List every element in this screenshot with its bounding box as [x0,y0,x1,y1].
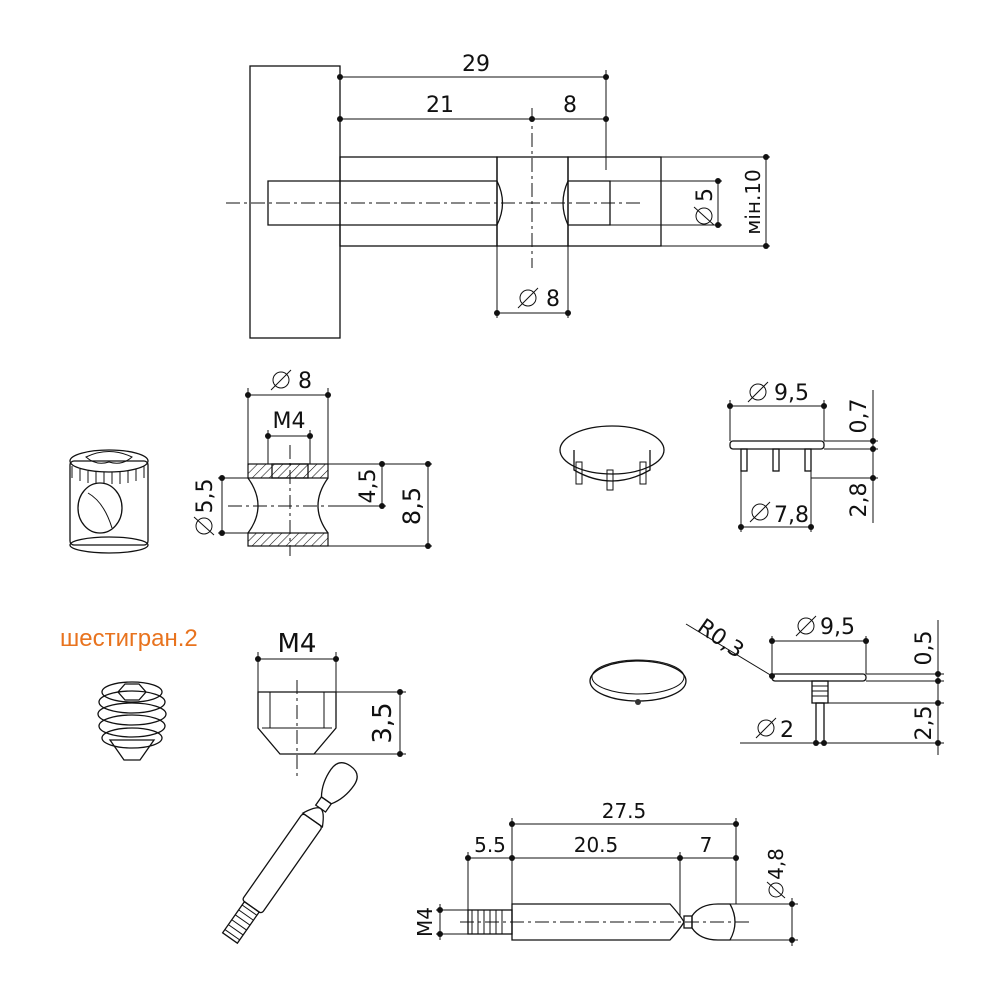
panel-section-drawing: 29 21 8 5 мін.10 8 [226,52,770,339]
hex-socket-label: шестигран.2 [60,625,198,652]
dim-leg-diameter: 7,8 [749,501,809,528]
dim-shank-length: 20.5 [574,833,619,857]
flat-cap-drawing: R0,3 9,5 2 0,5 2,5 [589,614,944,755]
bolt-illustration [221,762,358,945]
svg-text:9,5: 9,5 [820,615,855,640]
flat-cap-illustration [589,659,687,705]
svg-text:8: 8 [546,287,560,312]
dim-pin-height: 2,5 [912,706,937,741]
cam-nut-drawing: 8 M4 5,5 4,5 8,5 [69,369,432,556]
dim-hole-diameter: 5 [693,188,718,226]
svg-text:4,8: 4,8 [764,848,788,880]
dowel-channel-right [562,180,611,226]
svg-text:8: 8 [298,369,312,394]
dim-flat-cap-diameter: 9,5 [795,615,855,640]
dim-bore-diameter: 8 [517,287,560,312]
flat-cap-head [771,673,867,682]
bolt-drawing: 27.5 5.5 20.5 7 M4 4,8 [221,762,798,946]
nut-top-flange [247,463,329,479]
cap-head [729,440,825,450]
dim-cap-diameter: 9,5 [747,381,809,406]
dim-total-height: 8,5 [398,487,426,525]
dim-screw-height: 3,5 [368,702,398,743]
dim-leg-height: 2,8 [847,483,872,518]
dim-thread-m4: M4 [273,409,306,434]
bolt-head [691,903,736,941]
dim-outer-diameter: 8 [270,369,312,394]
side-panel [249,65,341,339]
dim-bolt-total: 27.5 [602,799,647,823]
dim-min-thickness: мін.10 [741,169,765,235]
dim-21: 21 [426,93,454,118]
svg-text:5: 5 [693,188,718,202]
dim-head-diameter: 4,8 [764,848,788,899]
svg-text:5,5: 5,5 [193,479,218,514]
shelf-right [567,156,662,247]
cap-illustration [559,425,665,491]
nut-bottom-flange [247,532,329,547]
cam-nut-illustration [69,449,149,554]
dowel-channel [267,180,504,226]
dim-screw-thread: M4 [278,629,317,659]
dim-total-29: 29 [462,52,490,77]
set-screw-illustration [97,681,167,761]
dim-8: 8 [563,93,577,118]
dim-pin-diameter: 2 [755,717,794,743]
dim-waist-diameter: 5,5 [193,479,218,536]
set-screw-drawing: шестигран.2 M4 3,5 [60,625,406,780]
svg-text:2: 2 [780,718,794,743]
dim-cap-thickness: 0,7 [847,399,872,434]
cap-drawing: 9,5 7,8 0,7 2,8 [559,381,878,532]
svg-text:7,8: 7,8 [774,503,809,528]
svg-text:9,5: 9,5 [774,381,809,406]
dim-thread-length: 5.5 [474,833,506,857]
dim-flat-cap-thickness: 0,5 [912,631,937,666]
shelf-left [339,156,498,247]
dim-upper-height: 4,5 [356,469,381,504]
dim-bolt-thread: M4 [413,907,437,937]
flat-cap-pin [811,680,829,704]
dim-head-length: 7 [700,833,713,857]
